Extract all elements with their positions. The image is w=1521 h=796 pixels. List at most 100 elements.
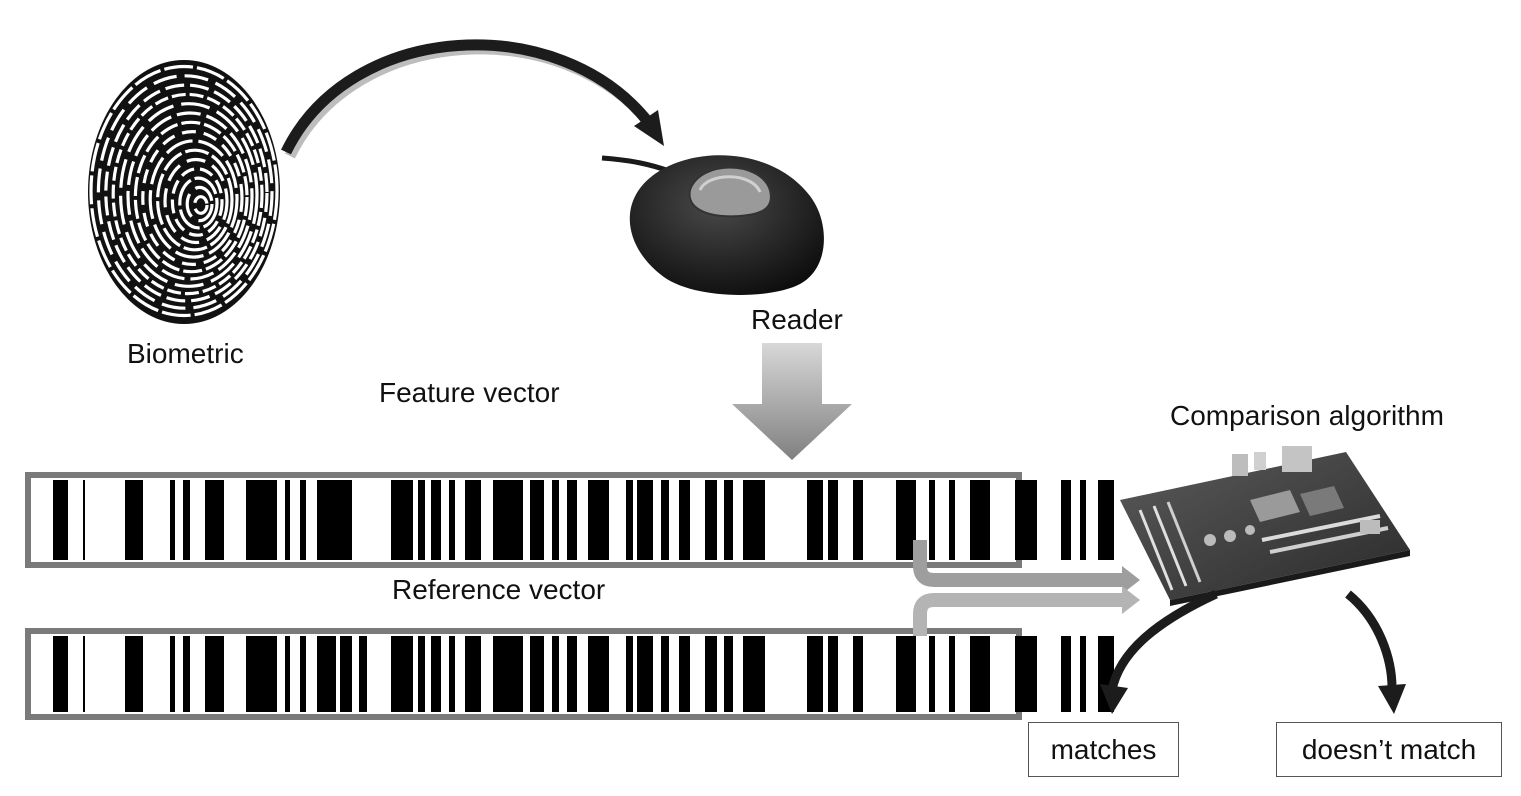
feature-vector-bar bbox=[743, 480, 765, 560]
fingerprint-reader-icon bbox=[601, 155, 824, 295]
reference-vector-bar bbox=[391, 636, 413, 712]
reference-vector-bar bbox=[724, 636, 733, 712]
reference-vector-bar bbox=[300, 636, 306, 712]
reference-vector-bar bbox=[705, 636, 717, 712]
feature-vector-bar bbox=[170, 480, 175, 560]
feature-vector-bar bbox=[391, 480, 413, 560]
fingerprint-ridge bbox=[141, 130, 244, 267]
reference-vector-bar bbox=[170, 636, 175, 712]
reference-vector-bar bbox=[896, 636, 916, 712]
reference-vector-bar bbox=[679, 636, 690, 712]
reference-vector-bar bbox=[285, 636, 290, 712]
feature-vector-bars bbox=[53, 480, 1114, 560]
fingerprint-icon bbox=[88, 60, 280, 324]
feature-vector-bar bbox=[418, 480, 425, 560]
feature-vector-bar bbox=[661, 480, 669, 560]
reference-vector-bar bbox=[743, 636, 765, 712]
fingerprint-ridge bbox=[163, 157, 229, 245]
feature-vector-bar bbox=[949, 480, 955, 560]
reference-vector-bar bbox=[125, 636, 143, 712]
fingerprint-ridge bbox=[148, 139, 239, 259]
reference-vector-bar bbox=[828, 636, 838, 712]
feature-vector-bar bbox=[929, 480, 935, 560]
feature-vector-bar bbox=[317, 480, 352, 560]
reader-label: Reader bbox=[751, 304, 843, 335]
feature-vector-frame bbox=[25, 472, 1022, 568]
feature-vector-label: Feature vector bbox=[379, 377, 560, 408]
fingerprint-ridge bbox=[185, 185, 214, 223]
connector-arrows bbox=[913, 540, 1140, 636]
fingerprint-ridge bbox=[126, 111, 254, 281]
reference-vector-bar bbox=[1015, 636, 1037, 712]
reference-vector-bar bbox=[637, 636, 653, 712]
feature-vector-bar bbox=[828, 480, 838, 560]
down-arrow-icon bbox=[732, 343, 852, 460]
feature-vector-bar bbox=[449, 480, 455, 560]
fingerprint-ridge bbox=[133, 120, 249, 274]
reference-vector-bar bbox=[493, 636, 523, 712]
feature-vector-bar bbox=[83, 480, 85, 560]
feature-vector-bar bbox=[465, 480, 481, 560]
feature-vector-bar bbox=[53, 480, 68, 560]
match-result-box: matches bbox=[1028, 722, 1179, 777]
feature-vector-bar bbox=[853, 480, 863, 560]
feature-vector-bar bbox=[679, 480, 690, 560]
reference-vector-bar bbox=[53, 636, 68, 712]
reference-vector-bar bbox=[567, 636, 577, 712]
fingerprint-ridge bbox=[119, 102, 259, 288]
feature-vector-bar bbox=[205, 480, 224, 560]
feature-vector-bar bbox=[1098, 480, 1114, 560]
reference-vector-bar bbox=[183, 636, 190, 712]
fingerprint-ridge bbox=[111, 92, 264, 296]
fingerprint-ridge bbox=[178, 176, 219, 230]
feature-vector-bar bbox=[588, 480, 609, 560]
feature-vector-bar bbox=[1061, 480, 1071, 560]
reference-vector-bar bbox=[340, 636, 352, 712]
reference-vector-bar bbox=[626, 636, 633, 712]
no-match-result-box: doesn’t match bbox=[1276, 722, 1502, 777]
fingerprint-ridge bbox=[193, 195, 209, 215]
feature-vector-bar bbox=[567, 480, 577, 560]
reference-vector-bar bbox=[465, 636, 481, 712]
feature-vector-bar bbox=[970, 480, 990, 560]
reference-vector-bar bbox=[449, 636, 455, 712]
reference-vector-bar bbox=[246, 636, 277, 712]
reference-vector-bar bbox=[530, 636, 544, 712]
feature-vector-bar bbox=[896, 480, 916, 560]
reference-vector-bar bbox=[431, 636, 441, 712]
reference-vector-bars bbox=[53, 636, 1114, 712]
feature-vector-bar bbox=[807, 480, 823, 560]
reference-vector-bar bbox=[1080, 636, 1086, 712]
feature-vector-bar bbox=[125, 480, 143, 560]
feature-vector-bar bbox=[431, 480, 441, 560]
reference-vector-bar bbox=[552, 636, 559, 712]
feature-vector-bar bbox=[1015, 480, 1037, 560]
no-match-arrow bbox=[1345, 590, 1406, 714]
reference-vector-bar bbox=[929, 636, 935, 712]
reference-vector-bar bbox=[661, 636, 669, 712]
reference-vector-bar bbox=[853, 636, 863, 712]
reference-vector-bar bbox=[83, 636, 85, 712]
feature-vector-bar bbox=[637, 480, 653, 560]
feature-vector-bar bbox=[705, 480, 717, 560]
reference-vector-bar bbox=[359, 636, 367, 712]
reference-vector-bar bbox=[1061, 636, 1071, 712]
feature-vector-bar bbox=[724, 480, 733, 560]
fingerprint-ridge bbox=[89, 64, 279, 318]
fingerprint-ridge bbox=[170, 167, 224, 237]
feature-vector-bar bbox=[493, 480, 523, 560]
fingerprint-ridge bbox=[156, 148, 234, 252]
curved-arrow-to-reader bbox=[281, 39, 664, 159]
feature-vector-bar bbox=[1080, 480, 1086, 560]
feature-vector-bar bbox=[530, 480, 544, 560]
feature-vector-bar bbox=[183, 480, 190, 560]
reference-vector-bar bbox=[807, 636, 823, 712]
biometric-label: Biometric bbox=[127, 338, 244, 369]
reference-vector-label: Reference vector bbox=[392, 574, 606, 605]
match-arrow bbox=[1100, 589, 1218, 714]
comparison-algorithm-label: Comparison algorithm bbox=[1170, 400, 1444, 431]
feature-vector-bar bbox=[552, 480, 559, 560]
feature-vector-bar bbox=[300, 480, 306, 560]
